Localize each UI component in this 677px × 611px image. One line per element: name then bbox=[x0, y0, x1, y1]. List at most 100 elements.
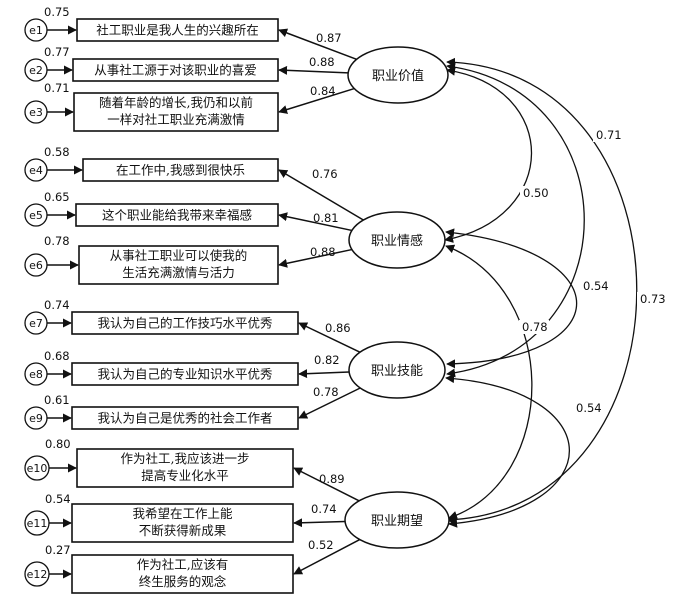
indicator-label: 从事社工源于对该职业的喜爱 bbox=[94, 63, 257, 78]
loading-arrow bbox=[278, 28, 357, 61]
loading-label: 0.78 bbox=[313, 385, 339, 399]
error-term bbox=[24, 311, 48, 335]
covariance-label: 0.71 bbox=[596, 128, 622, 142]
indicator-label: 作为社工,我应该进一步 bbox=[121, 451, 250, 466]
loading-arrow bbox=[278, 248, 353, 268]
indicator-label: 不断获得新成果 bbox=[139, 523, 227, 538]
loading-label: 0.52 bbox=[308, 538, 334, 552]
error-term bbox=[24, 18, 48, 42]
error-label: e5 bbox=[29, 209, 43, 222]
r-squared-label: 0.58 bbox=[44, 145, 70, 159]
latent-label: 职业期望 bbox=[371, 513, 423, 529]
loading-label: 0.82 bbox=[314, 353, 340, 367]
error-term bbox=[24, 455, 50, 481]
indicator-box bbox=[71, 406, 299, 430]
loading-arrow bbox=[298, 322, 361, 353]
latent-label: 职业情感 bbox=[371, 233, 423, 249]
loading-arrows bbox=[47, 25, 364, 579]
indicator-label: 社工职业是我人生的兴趣所在 bbox=[96, 23, 259, 38]
r-squared-label: 0.27 bbox=[45, 543, 71, 557]
loading-label: 0.84 bbox=[310, 84, 336, 98]
indicator-label: 随着年龄的增长,我仍和以前 bbox=[99, 95, 253, 110]
latent-label: 职业技能 bbox=[371, 364, 423, 379]
covariance-label-bg bbox=[519, 320, 549, 334]
indicator-box bbox=[71, 311, 299, 335]
nodes bbox=[24, 18, 450, 594]
indicator-label: 在工作中,我感到很快乐 bbox=[116, 163, 245, 178]
r-squared-label: 0.65 bbox=[44, 190, 70, 204]
indicator-box bbox=[76, 448, 294, 488]
indicator-label: 生活充满激情与活力 bbox=[122, 265, 235, 280]
loading-arrow bbox=[293, 467, 360, 502]
error-term bbox=[24, 253, 48, 277]
loading-label: 0.76 bbox=[312, 167, 338, 181]
loading-label: 0.74 bbox=[311, 502, 337, 516]
error-term bbox=[24, 58, 48, 82]
covariance-curve bbox=[445, 374, 571, 528]
indicator-label: 一样对社工职业充满激情 bbox=[107, 112, 245, 127]
error-term bbox=[24, 158, 48, 182]
loading-label: 0.81 bbox=[313, 211, 339, 225]
loading-arrow bbox=[278, 169, 364, 221]
latent-factor bbox=[348, 211, 446, 269]
error-label: e3 bbox=[29, 106, 43, 119]
indicator-box bbox=[75, 203, 279, 227]
indicator-label: 终生服务的观念 bbox=[139, 574, 227, 589]
loading-label: 0.87 bbox=[316, 31, 342, 45]
error-label: e8 bbox=[29, 368, 43, 381]
indicator-box bbox=[72, 58, 279, 82]
indicator-label: 从事社工职业可以使我的 bbox=[110, 248, 248, 263]
covariance-curve bbox=[446, 57, 638, 525]
latent-factor bbox=[347, 46, 449, 104]
error-label: e4 bbox=[29, 164, 43, 177]
r-squared-label: 0.74 bbox=[44, 298, 70, 312]
error-term bbox=[24, 100, 48, 124]
covariance-curve bbox=[445, 244, 533, 520]
loading-arrow bbox=[298, 387, 361, 419]
latent-factor bbox=[348, 341, 446, 399]
covariance-label-bg bbox=[580, 279, 610, 293]
error-term bbox=[24, 561, 50, 587]
loading-arrow bbox=[293, 538, 361, 575]
covariance-label: 0.50 bbox=[523, 186, 549, 200]
r-squared-label: 0.71 bbox=[44, 81, 70, 95]
loading-arrow bbox=[293, 518, 346, 528]
covariance-curve bbox=[444, 66, 533, 243]
error-label: e10 bbox=[27, 462, 48, 475]
error-label: e2 bbox=[29, 64, 43, 77]
covariance-curve bbox=[445, 228, 578, 369]
loading-label: 0.89 bbox=[319, 472, 345, 486]
indicator-label: 这个职业能给我带来幸福感 bbox=[102, 208, 252, 223]
loading-arrow bbox=[278, 65, 349, 75]
error-label: e9 bbox=[29, 412, 43, 425]
covariance-label: 0.73 bbox=[640, 292, 666, 306]
covariance-label-bg bbox=[593, 128, 623, 142]
error-label: e7 bbox=[29, 317, 43, 330]
indicator-label: 我认为自己的工作技巧水平优秀 bbox=[97, 316, 273, 331]
loading-label: 0.88 bbox=[309, 55, 335, 69]
covariance-label: 0.54 bbox=[583, 279, 609, 293]
indicator-label: 提高专业化水平 bbox=[141, 468, 229, 483]
r-squared-label: 0.77 bbox=[44, 45, 70, 59]
indicator-box bbox=[71, 554, 294, 594]
error-label: e12 bbox=[27, 568, 48, 581]
indicator-box bbox=[82, 158, 279, 182]
indicator-label: 我认为自己是优秀的社会工作者 bbox=[97, 411, 272, 426]
error-term bbox=[24, 203, 48, 227]
r-squared-label: 0.78 bbox=[44, 234, 70, 248]
error-term bbox=[24, 510, 50, 536]
indicator-box bbox=[71, 362, 299, 386]
r-squared-label: 0.61 bbox=[44, 393, 70, 407]
covariance-label-bg bbox=[520, 186, 550, 200]
latent-label: 职业价值 bbox=[372, 68, 424, 84]
indicator-box bbox=[78, 245, 279, 285]
indicator-box bbox=[73, 92, 279, 132]
indicator-box bbox=[71, 503, 294, 543]
error-term bbox=[24, 406, 48, 430]
loading-label: 0.86 bbox=[325, 321, 351, 335]
error-label: e1 bbox=[29, 24, 43, 37]
indicator-label: 我希望在工作上能 bbox=[132, 506, 233, 521]
covariance-label: 0.54 bbox=[576, 401, 602, 415]
indicator-label: 我认为自己的专业知识水平优秀 bbox=[97, 367, 273, 382]
